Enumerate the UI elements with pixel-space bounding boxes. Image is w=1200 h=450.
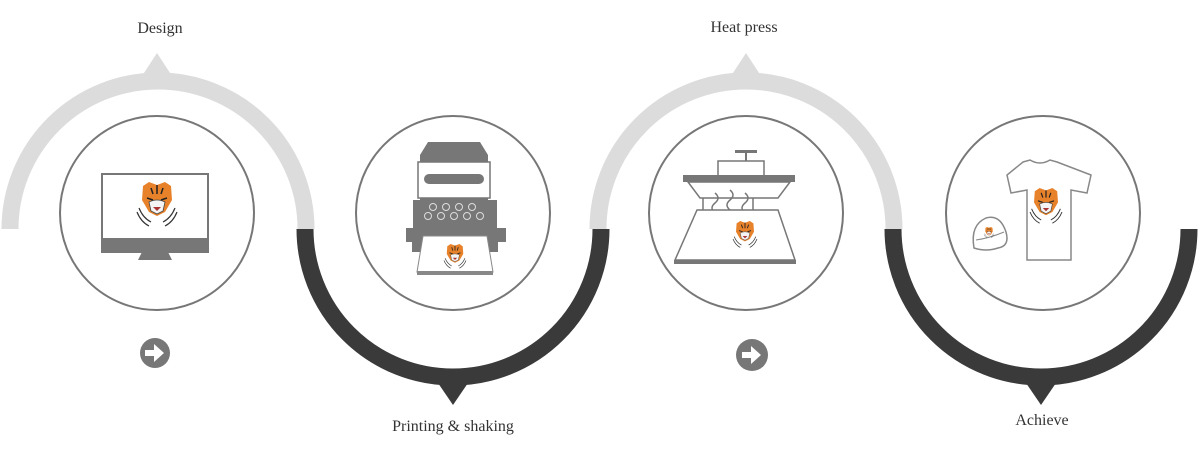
arc-heat-press [589,53,903,230]
step-label-design: Design [137,20,183,37]
arrow-right-icon [145,344,164,362]
arc-printing [296,228,610,405]
step-label-achieve: Achieve [1015,412,1069,429]
monitor-icon [101,173,209,260]
step-label-heat-press: Heat press [710,19,778,36]
arc-design [1,53,315,230]
arc-achieve [884,228,1198,405]
tshirt-cap-icon [972,159,1092,261]
next-arrow-button-2[interactable] [736,339,768,371]
step-label-printing: Printing & shaking [392,418,514,435]
next-arrow-button-1[interactable] [140,338,170,368]
heat-press-icon [673,150,797,264]
printer-icon [406,142,506,275]
arrow-right-icon [742,346,761,364]
